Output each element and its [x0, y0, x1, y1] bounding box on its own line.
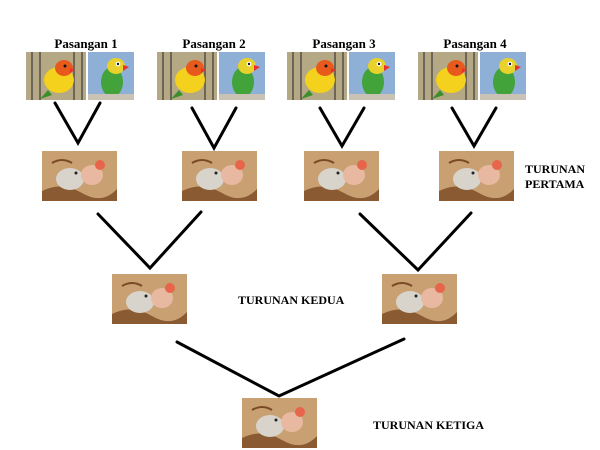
first-generation-label: TURUNAN PERTAMA [525, 162, 585, 192]
lovebird-chicks-nest-photo [304, 151, 379, 201]
connector-gen1-right [358, 211, 473, 273]
lovebird-chicks-nest-photo [382, 274, 457, 324]
connector-pair-3 [318, 106, 366, 149]
lovebird-chicks-nest-photo [42, 151, 117, 201]
lovebird-chicks-nest-photo [242, 398, 317, 448]
lovebird-chicks-nest-photo [112, 274, 187, 324]
connector-pair-2 [190, 106, 238, 152]
connector-gen2 [175, 337, 406, 398]
second-generation-label: TURUNAN KEDUA [238, 293, 345, 307]
pair-label-4: Pasangan 4 [443, 36, 507, 51]
third-generation-label: TURUNAN KETIGA [373, 418, 485, 432]
lovebird-chicks-nest-photo [182, 151, 257, 201]
green-lovebird-photo [349, 52, 395, 100]
yellow-lovebird-photo [26, 52, 86, 100]
yellow-lovebird-photo [418, 52, 478, 100]
connector-gen1-left [96, 210, 203, 271]
pair-label-2: Pasangan 2 [182, 36, 246, 51]
green-lovebird-photo [219, 52, 265, 100]
green-lovebird-photo [88, 52, 134, 100]
pair-label-1: Pasangan 1 [54, 36, 118, 51]
connector-pair-4 [450, 106, 498, 149]
yellow-lovebird-photo [157, 52, 217, 100]
yellow-lovebird-photo [287, 52, 347, 100]
first-generation-label-line1: TURUNAN [525, 162, 585, 176]
pair-label-3: Pasangan 3 [312, 36, 376, 51]
first-generation-label-line2: PERTAMA [525, 177, 585, 191]
lovebird-chicks-nest-photo [439, 151, 514, 201]
green-lovebird-photo [480, 52, 526, 100]
connector-pair-1 [53, 101, 102, 147]
